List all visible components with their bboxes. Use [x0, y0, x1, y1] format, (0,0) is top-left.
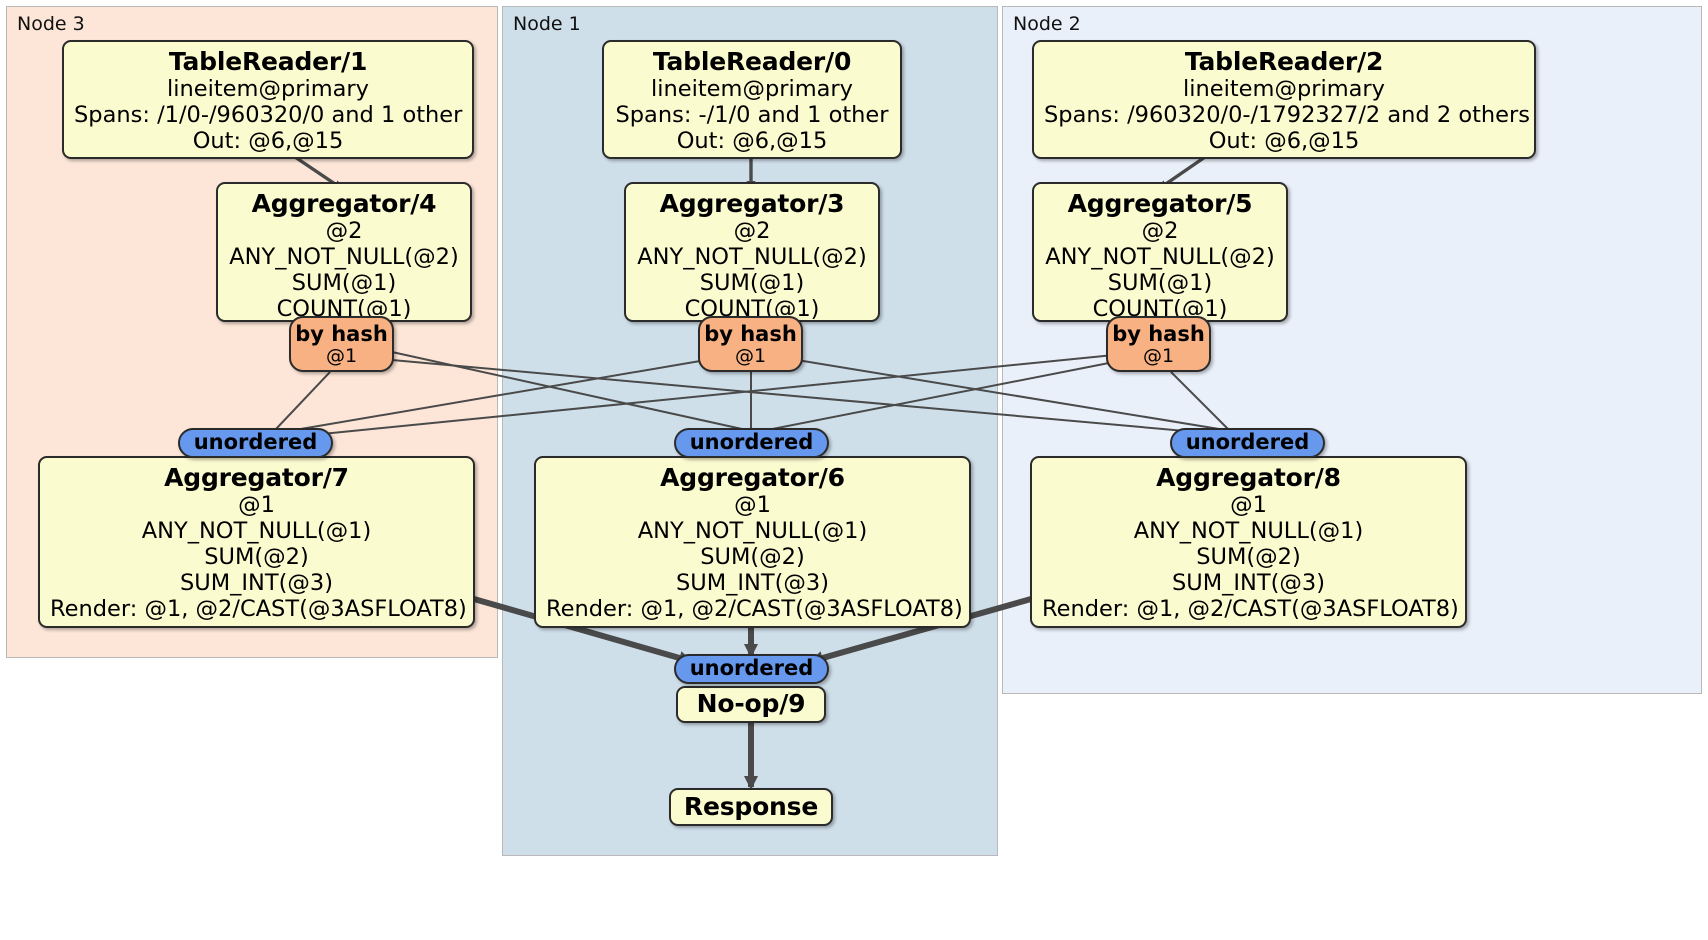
processor-title: TableReader/0	[652, 47, 852, 76]
processor-line: Spans: /960320/0-/1792327/2 and 2 others	[1044, 102, 1531, 129]
processor-line: Out: @6,@15	[676, 128, 828, 155]
processor-line: SUM_INT(@3)	[1172, 570, 1325, 597]
processor-line: @1	[734, 492, 771, 518]
processor-line: Render: @1, @2/CAST(@3ASFLOAT8)	[546, 596, 963, 623]
node-panel-label-node3: Node 3	[17, 13, 85, 35]
processor-aggregator-8[interactable]: Aggregator/8 @1 ANY_NOT_NULL(@1) SUM(@2)…	[1030, 456, 1467, 628]
processor-line: ANY_NOT_NULL(@2)	[637, 244, 867, 271]
processor-line: SUM_INT(@3)	[180, 570, 333, 597]
processor-line: SUM(@1)	[699, 270, 805, 297]
processor-title: TableReader/2	[1184, 47, 1384, 76]
synchronizer-unordered-final[interactable]: unordered	[674, 654, 829, 684]
processor-title: No-op/9	[696, 689, 806, 718]
processor-line: lineitem@primary	[651, 76, 853, 102]
synchronizer-label: unordered	[689, 430, 814, 455]
synchronizer-unordered-center[interactable]: unordered	[674, 428, 829, 458]
processor-title: Response	[683, 792, 819, 821]
processor-line: ANY_NOT_NULL(@2)	[229, 244, 459, 271]
processor-line: ANY_NOT_NULL(@1)	[637, 518, 868, 545]
processor-noop-9[interactable]: No-op/9	[676, 686, 826, 723]
processor-tablereader-0[interactable]: TableReader/0 lineitem@primary Spans: -/…	[602, 40, 902, 159]
router-by-hash-center[interactable]: by hash @1	[698, 316, 803, 372]
processor-title: Aggregator/7	[164, 463, 349, 492]
processor-line: @2	[325, 218, 363, 244]
processor-response[interactable]: Response	[669, 788, 833, 826]
router-label: by hash	[1112, 322, 1205, 346]
processor-line: SUM(@2)	[1196, 544, 1301, 571]
processor-line: ANY_NOT_NULL(@1)	[1133, 518, 1364, 545]
processor-line: SUM(@1)	[1107, 270, 1213, 297]
processor-tablereader-2[interactable]: TableReader/2 lineitem@primary Spans: /9…	[1032, 40, 1536, 159]
processor-line: Render: @1, @2/CAST(@3ASFLOAT8)	[50, 596, 467, 623]
router-by-hash-right[interactable]: by hash @1	[1106, 316, 1211, 372]
processor-title: Aggregator/4	[251, 189, 437, 218]
node-panel-label-node2: Node 2	[1013, 13, 1081, 35]
processor-line: ANY_NOT_NULL(@2)	[1045, 244, 1275, 271]
processor-aggregator-7[interactable]: Aggregator/7 @1 ANY_NOT_NULL(@1) SUM(@2)…	[38, 456, 475, 628]
router-sublabel: @1	[325, 345, 358, 368]
processor-line: Render: @1, @2/CAST(@3ASFLOAT8)	[1042, 596, 1459, 623]
synchronizer-label: unordered	[689, 656, 814, 681]
processor-title: Aggregator/6	[660, 463, 845, 492]
processor-line: SUM(@2)	[700, 544, 805, 571]
router-label: by hash	[704, 322, 797, 346]
processor-aggregator-4[interactable]: Aggregator/4 @2 ANY_NOT_NULL(@2) SUM(@1)…	[216, 182, 472, 322]
processor-line: @2	[1141, 218, 1179, 244]
processor-line: SUM(@1)	[291, 270, 397, 297]
processor-title: TableReader/1	[168, 47, 368, 76]
processor-line: @2	[733, 218, 771, 244]
router-sublabel: @1	[1142, 345, 1175, 368]
synchronizer-label: unordered	[1185, 430, 1310, 455]
processor-line: SUM_INT(@3)	[676, 570, 829, 597]
processor-title: Aggregator/3	[659, 189, 845, 218]
router-sublabel: @1	[734, 345, 767, 368]
processor-line: @1	[1230, 492, 1267, 518]
synchronizer-label: unordered	[193, 430, 318, 455]
processor-aggregator-5[interactable]: Aggregator/5 @2 ANY_NOT_NULL(@2) SUM(@1)…	[1032, 182, 1288, 322]
node-panel-label-node1: Node 1	[513, 13, 581, 35]
processor-tablereader-1[interactable]: TableReader/1 lineitem@primary Spans: /1…	[62, 40, 474, 159]
processor-line: SUM(@2)	[204, 544, 309, 571]
synchronizer-unordered-left[interactable]: unordered	[178, 428, 333, 458]
processor-line: lineitem@primary	[167, 76, 369, 102]
processor-line: Spans: /1/0-/960320/0 and 1 other	[74, 102, 463, 129]
processor-line: Out: @6,@15	[192, 128, 344, 155]
processor-line: lineitem@primary	[1183, 76, 1385, 102]
processor-title: Aggregator/5	[1067, 189, 1253, 218]
synchronizer-unordered-right[interactable]: unordered	[1170, 428, 1325, 458]
processor-line: @1	[238, 492, 275, 518]
router-label: by hash	[295, 322, 388, 346]
router-by-hash-left[interactable]: by hash @1	[289, 316, 394, 372]
processor-line: Out: @6,@15	[1208, 128, 1360, 155]
processor-line: Spans: -/1/0 and 1 other	[615, 102, 889, 129]
processor-line: ANY_NOT_NULL(@1)	[141, 518, 372, 545]
processor-aggregator-6[interactable]: Aggregator/6 @1 ANY_NOT_NULL(@1) SUM(@2)…	[534, 456, 971, 628]
processor-aggregator-3[interactable]: Aggregator/3 @2 ANY_NOT_NULL(@2) SUM(@1)…	[624, 182, 880, 322]
processor-title: Aggregator/8	[1156, 463, 1341, 492]
